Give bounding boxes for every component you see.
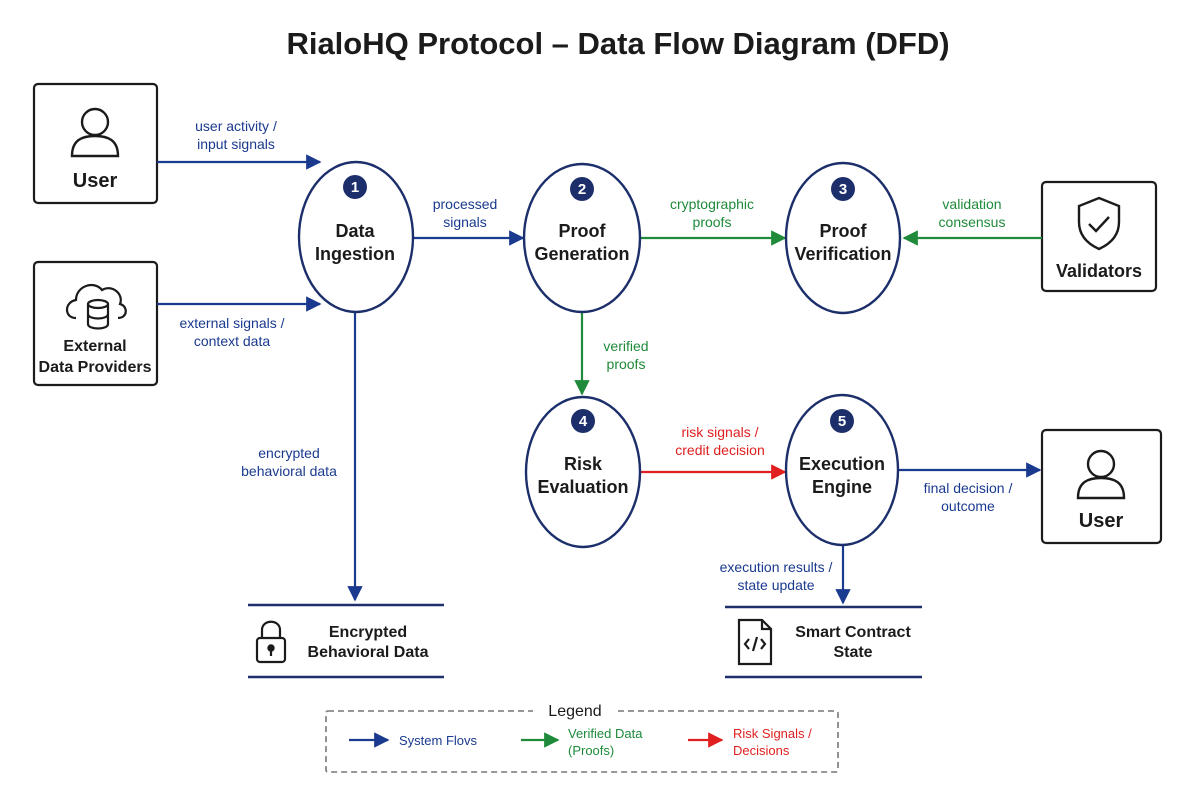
svg-text:risk signals /: risk signals / [681,424,758,440]
entity-user-input[interactable]: User [32,82,159,205]
svg-text:validation: validation [942,196,1001,212]
svg-text:Proof: Proof [559,221,607,241]
legend: Legend System Flovs Verified Data (Proof… [325,700,839,773]
entity-validators[interactable]: Validators [1040,180,1158,293]
entity-validators-label: Validators [1056,261,1142,281]
svg-text:state update: state update [737,577,814,593]
flow-label-crypto: cryptographic proofs [670,196,754,230]
process-number-badge [830,409,854,433]
flow-label-validation: validation consensus [939,196,1006,230]
store-smart-contract-state[interactable]: Smart Contract State [725,605,922,679]
svg-text:proofs: proofs [693,214,732,230]
legend-title: Legend [548,703,601,720]
svg-text:Ingestion: Ingestion [315,244,395,264]
svg-text:user activity /: user activity / [195,118,277,134]
store-encrypted-behavioral-data[interactable]: Encrypted Behavioral Data [248,603,444,679]
svg-text:behavioral data: behavioral data [241,463,337,479]
entity-providers-label-line2: Data Providers [39,359,152,376]
svg-text:Smart Contract: Smart Contract [795,624,911,641]
process-execution-engine[interactable]: 5 Execution Engine [784,393,900,547]
svg-text:Evaluation: Evaluation [537,477,628,497]
svg-text:3: 3 [839,181,847,198]
entity-user-input-label: User [73,170,118,192]
entity-user-output[interactable]: User [1040,428,1163,545]
flow-label-verified: verified proofs [603,338,648,372]
shield-check-icon [1077,196,1121,251]
svg-text:context data: context data [194,333,270,349]
svg-text:encrypted: encrypted [258,445,319,461]
svg-text:Encrypted: Encrypted [329,624,407,641]
page-title: RialoHQ Protocol – Data Flow Diagram (DF… [286,26,949,61]
svg-text:execution results /: execution results / [720,559,833,575]
flow-label-user-activity: user activity / input signals [195,118,277,152]
svg-text:credit decision: credit decision [675,442,765,458]
user-icon [1076,449,1126,500]
svg-text:cryptographic: cryptographic [670,196,754,212]
process-number-badge [571,409,595,433]
svg-text:4: 4 [579,413,588,430]
svg-text:input signals: input signals [197,136,275,152]
svg-text:Verification: Verification [794,244,891,264]
user-icon [70,107,120,158]
svg-text:outcome: outcome [941,498,995,514]
svg-text:2: 2 [578,181,586,198]
svg-text:Data: Data [335,221,375,241]
legend-item-risk: Risk Signals / Decisions [688,726,812,758]
flow-label-processed: processed signals [433,196,498,230]
svg-text:Execution: Execution [799,454,885,474]
svg-text:consensus: consensus [939,214,1006,230]
process-risk-evaluation[interactable]: 4 Risk Evaluation [524,395,642,549]
cloud-database-icon [65,283,127,330]
lock-icon [255,620,287,664]
flow-label-final: final decision / outcome [924,480,1013,514]
svg-text:Proof: Proof [820,221,868,241]
svg-text:Risk Signals /: Risk Signals / [733,726,812,741]
flow-label-risk: risk signals / credit decision [675,424,765,458]
svg-text:System Flovs: System Flovs [399,733,478,748]
entity-external-data-providers[interactable]: External Data Providers [32,260,159,387]
process-number-badge [831,177,855,201]
process-data-ingestion[interactable]: 1 Data Ingestion [297,160,415,314]
svg-text:1: 1 [351,179,359,196]
flow-label-encrypted: encrypted behavioral data [241,445,337,479]
svg-text:5: 5 [838,413,846,430]
legend-item-system: System Flovs [349,732,478,748]
svg-text:final decision /: final decision / [924,480,1013,496]
svg-text:State: State [833,644,872,661]
code-file-icon [737,618,773,666]
process-number-badge [343,175,367,199]
svg-text:processed: processed [433,196,498,212]
svg-text:Generation: Generation [534,244,629,264]
svg-text:Decisions: Decisions [733,743,790,758]
process-proof-generation[interactable]: 2 Proof Generation [522,162,642,314]
legend-item-verified: Verified Data (Proofs) [521,726,643,758]
svg-text:verified: verified [603,338,648,354]
svg-text:(Proofs): (Proofs) [568,743,614,758]
entity-providers-label-line1: External [63,338,126,355]
svg-text:Risk: Risk [564,454,603,474]
process-number-badge [570,177,594,201]
svg-text:external signals /: external signals / [179,315,284,331]
svg-text:Verified Data: Verified Data [568,726,643,741]
process-proof-verification[interactable]: 3 Proof Verification [784,161,902,315]
flow-label-exec: execution results / state update [720,559,833,593]
svg-text:Engine: Engine [812,477,872,497]
svg-text:Behavioral Data: Behavioral Data [308,644,429,661]
svg-text:proofs: proofs [607,356,646,372]
svg-text:signals: signals [443,214,487,230]
entity-user-output-label: User [1079,510,1124,532]
flow-label-external: external signals / context data [179,315,284,349]
